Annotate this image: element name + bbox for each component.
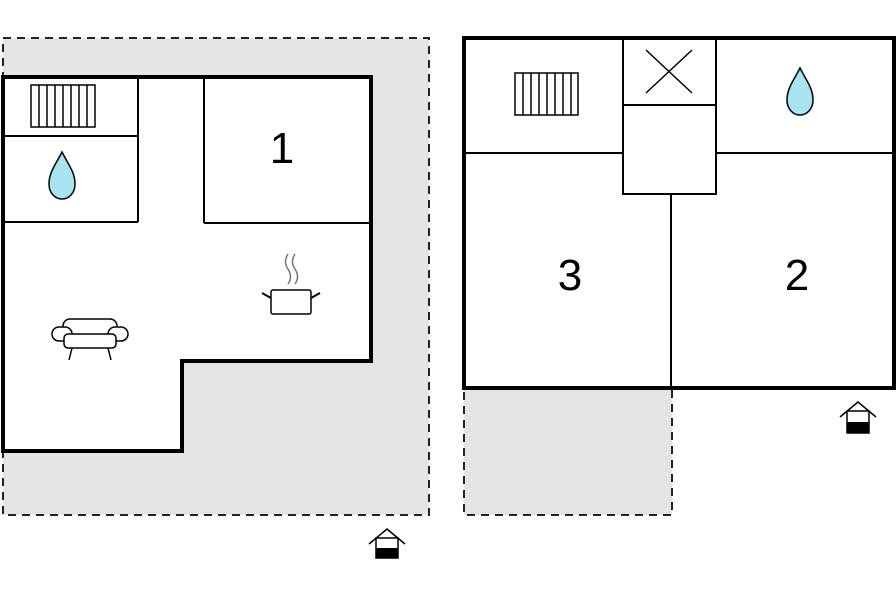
stair-opening-icon	[645, 49, 693, 94]
room-number-2: 2	[785, 251, 809, 300]
terrace-area	[463, 387, 673, 516]
entrance-icon	[839, 401, 877, 434]
room-number-1: 1	[270, 124, 294, 173]
upper-floor-plan: 3 2	[462, 36, 896, 516]
water-drop-icon	[786, 66, 814, 116]
radiator-icon	[30, 84, 96, 128]
inner-walls	[3, 77, 371, 224]
sofa-icon	[51, 318, 129, 361]
building-footprint	[3, 77, 371, 451]
room-number-3: 3	[558, 251, 582, 300]
radiator-icon	[514, 72, 579, 116]
cooking-pot-icon	[261, 253, 321, 315]
outer-wall	[462, 36, 896, 390]
ground-floor-plan: 1	[1, 37, 430, 559]
water-drop-icon	[48, 150, 76, 200]
entrance-icon	[368, 528, 406, 559]
outer-wall	[1, 75, 373, 453]
